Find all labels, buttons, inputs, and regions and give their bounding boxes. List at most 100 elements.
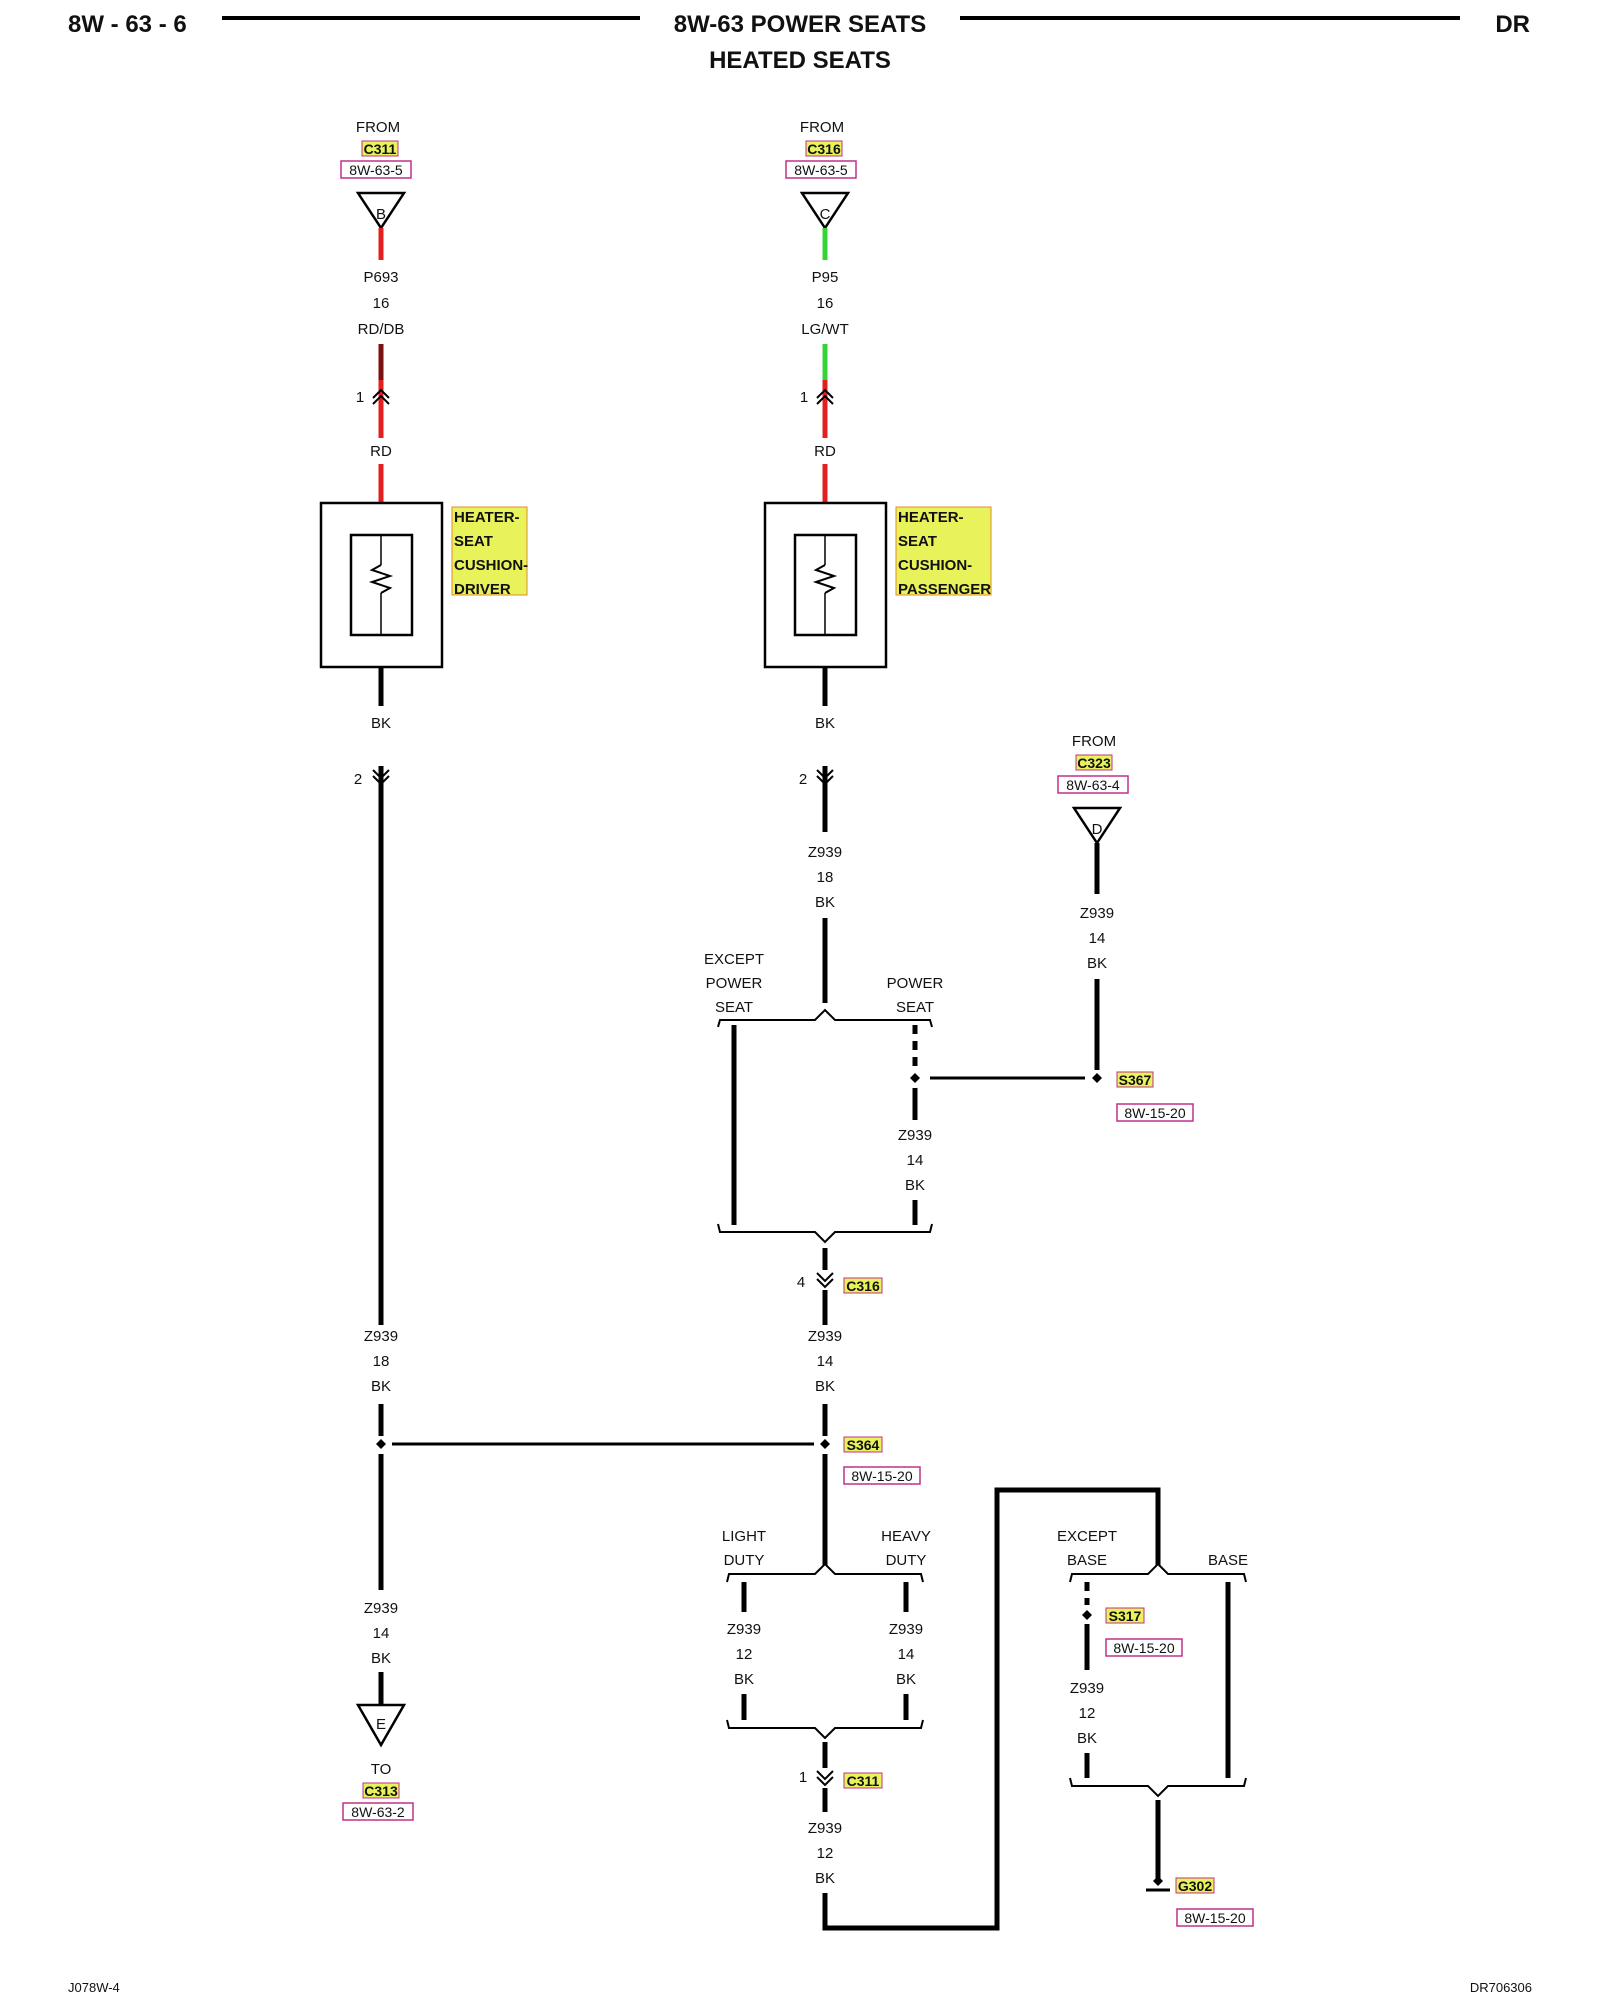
duty-left-wire-color: BK <box>734 1671 754 1688</box>
driver-bottom-wire-gauge: 14 <box>373 1625 390 1642</box>
passenger-heater-circuit: FROM C316 8W-63-5 C P95 16 LG/WT 1 RD HE… <box>763 119 992 1003</box>
splice-s364-ref-box[interactable] <box>843 1466 921 1485</box>
splice-s317-highlight <box>1105 1607 1145 1624</box>
c316-chevron <box>816 1272 834 1283</box>
base-left-line1: EXCEPT <box>1057 1528 1117 1545</box>
c316-pin: 4 <box>797 1274 805 1291</box>
c323-feed: FROM C323 8W-63-4 D Z939 14 BK S367 8W-1… <box>930 733 1194 1122</box>
passenger-pin-top: 1 <box>800 389 808 406</box>
splice-s317-dot <box>1082 1610 1092 1620</box>
splice-s364-ref[interactable]: 8W-15-20 <box>851 1468 912 1484</box>
driver-from-connector: C311 <box>364 141 397 157</box>
duty-right-wire-gauge: 14 <box>898 1646 915 1663</box>
driver-from-connector-highlight <box>361 140 399 157</box>
ground-g302-highlight <box>1175 1877 1215 1894</box>
c323-ref[interactable]: 8W-63-4 <box>1066 777 1120 793</box>
passenger-lead-top: RD <box>814 443 836 460</box>
driver-component-line3: CUSHION- <box>454 557 528 574</box>
driver-component-line1: HEATER- <box>454 509 520 526</box>
splice-s317-ref-box[interactable] <box>1105 1638 1183 1657</box>
after-c311-wire-id: Z939 <box>808 1820 842 1837</box>
splice-s364-highlight <box>843 1436 883 1453</box>
passenger-wire-id: P95 <box>812 269 839 286</box>
driver-from-ref[interactable]: 8W-63-5 <box>349 162 403 178</box>
driver-to-ref-box[interactable] <box>342 1802 414 1821</box>
driver-bottom-wire-id: Z939 <box>364 1600 398 1617</box>
c323-wire-color: BK <box>1087 955 1107 972</box>
c323-ref-box[interactable] <box>1057 775 1129 794</box>
driver-top-connector-chevron2 <box>372 394 390 405</box>
base-top-bracket <box>1069 1562 1247 1583</box>
driver-component-line2: SEAT <box>454 533 493 550</box>
driver-to-ref[interactable]: 8W-63-2 <box>351 1804 405 1820</box>
seat-option-right-line1: POWER <box>887 975 944 992</box>
passenger-pin-bottom: 2 <box>799 771 807 788</box>
duty-left-line1: LIGHT <box>722 1528 766 1545</box>
passenger-from-connector: C316 <box>807 141 841 157</box>
splice-s367-highlight <box>1116 1071 1154 1088</box>
passenger-from-ref-box[interactable] <box>785 160 857 179</box>
driver-lower-wire-gauge: 18 <box>373 1353 390 1370</box>
passenger-component-line3: CUSHION- <box>898 557 972 574</box>
passenger-from-connector-highlight <box>805 140 843 157</box>
passenger-lead-bottom: BK <box>815 715 835 732</box>
ground-return-wire <box>822 1487 1161 1931</box>
ground-g302-ref-box[interactable] <box>1176 1908 1254 1927</box>
passenger-top-connector-chevron2 <box>816 394 834 405</box>
seat-option-left-line2: POWER <box>706 975 763 992</box>
duty-left-line2: DUTY <box>724 1552 765 1569</box>
splice-s317-ref[interactable]: 8W-15-20 <box>1113 1640 1174 1656</box>
passenger-wire-gauge: 16 <box>817 295 834 312</box>
passenger-heater-element-icon <box>812 564 838 594</box>
after-c316-wire-gauge: 14 <box>817 1353 834 1370</box>
driver-top-connector-chevron <box>372 388 390 399</box>
c311-highlight <box>843 1772 883 1789</box>
c323-wire-gauge: 14 <box>1089 930 1106 947</box>
duty-right-line1: HEAVY <box>881 1528 931 1545</box>
splice-s364-id: S364 <box>847 1437 880 1453</box>
driver-bottom-wire-color: BK <box>371 1650 391 1667</box>
splice-s367-ref[interactable]: 8W-15-20 <box>1124 1105 1185 1121</box>
seat-option-left-line3: SEAT <box>715 999 753 1016</box>
duty-right-line2: DUTY <box>886 1552 927 1569</box>
passenger-lower-wire-id: Z939 <box>808 844 842 861</box>
base-wire-id: Z939 <box>1070 1680 1104 1697</box>
splice-s367-ref-box[interactable] <box>1116 1103 1194 1122</box>
after-c316-wire-id: Z939 <box>808 1328 842 1345</box>
driver-heater-circuit: FROM C311 8W-63-5 B P693 16 RD/DB 1 RD H… <box>319 119 528 1821</box>
driver-to-pin-triangle <box>355 1703 407 1748</box>
driver-to-label: TO <box>371 1761 392 1778</box>
ground-g302-dot <box>1153 1876 1163 1886</box>
after-c311-wire-gauge: 12 <box>817 1845 834 1862</box>
passenger-from-ref[interactable]: 8W-63-5 <box>794 162 848 178</box>
after-c311-wire-color: BK <box>815 1870 835 1887</box>
c316-highlight <box>843 1277 883 1294</box>
passenger-from-label: FROM <box>800 119 844 136</box>
duty-left-wire-gauge: 12 <box>736 1646 753 1663</box>
passenger-from-pin: C <box>820 206 831 223</box>
splice-s317-id: S317 <box>1109 1608 1142 1624</box>
driver-from-ref-box[interactable] <box>340 160 412 179</box>
base-wire-color: BK <box>1077 1730 1097 1747</box>
passenger-component-label-bg <box>895 506 992 596</box>
driver-component-line4: DRIVER <box>454 581 511 598</box>
driver-lead-top: RD <box>370 443 392 460</box>
c323-wire-id: Z939 <box>1080 905 1114 922</box>
driver-wire-gauge: 16 <box>373 295 390 312</box>
c311-chevron2 <box>816 1776 834 1787</box>
duty-option-group: LIGHT DUTY HEAVY DUTY Z939 12 BK Z939 14… <box>722 1487 1161 1931</box>
footer-left-code: J078W-4 <box>68 1980 120 1995</box>
duty-bottom-bracket <box>726 1719 924 1740</box>
ground-g302-ref[interactable]: 8W-15-20 <box>1184 1910 1245 1926</box>
c316-id: C316 <box>846 1278 880 1294</box>
page-subtitle: HEATED SEATS <box>709 47 891 74</box>
splice-s367-dot <box>1092 1073 1102 1083</box>
passenger-component-line4: PASSENGER <box>898 581 991 598</box>
seat-option-group: EXCEPT POWER SEAT POWER SEAT Z939 14 BK <box>704 951 944 1244</box>
footer-right-code: DR706306 <box>1470 1980 1532 1995</box>
duty-left-wire-id: Z939 <box>727 1621 761 1638</box>
base-left-line2: BASE <box>1067 1552 1107 1569</box>
driver-from-pin: B <box>376 206 386 223</box>
splice-s364-dot <box>820 1439 830 1449</box>
